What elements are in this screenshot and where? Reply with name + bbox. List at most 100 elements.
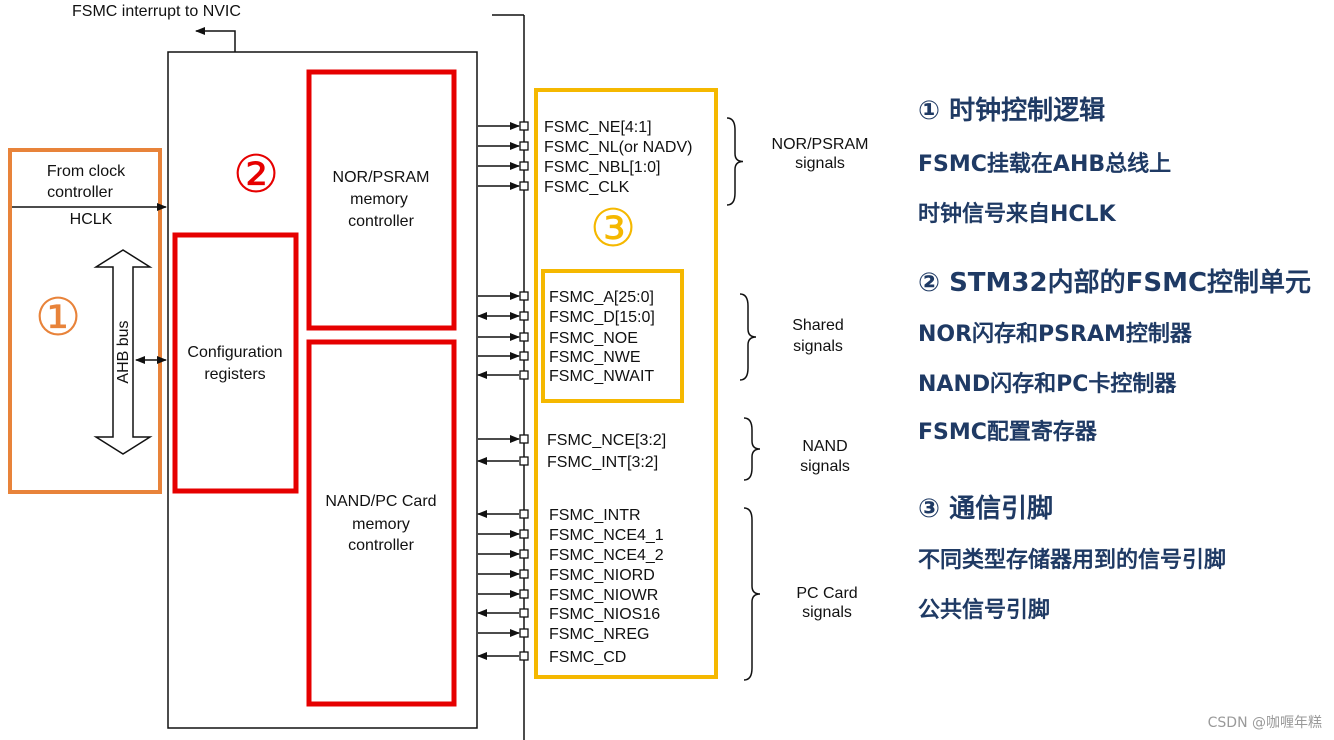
signal-name: FSMC_NIOWR: [549, 587, 658, 604]
signal-name: FSMC_INT[3:2]: [547, 454, 658, 471]
hclk-label: HCLK: [70, 211, 113, 228]
signal-row: FSMC_NWE: [478, 349, 641, 366]
nor-psram-controller-box: [306, 69, 457, 331]
group-brace: [739, 293, 757, 381]
signal-name: FSMC_A[25:0]: [549, 289, 654, 306]
pins-box: [534, 88, 718, 679]
group-brace: [743, 417, 761, 481]
signal-group-braces: NOR/PSRAMsignalsSharedsignalsNANDsignals…: [726, 117, 869, 681]
section-controller-item-3: FSMC配置寄存器: [918, 420, 1097, 445]
clock-label-line2: controller: [47, 184, 113, 201]
section-controller-item-2: NAND闪存和PC卡控制器: [918, 372, 1177, 397]
signal-name: FSMC_NBL[1:0]: [544, 159, 660, 176]
signal-row: FSMC_NL(or NADV): [478, 139, 692, 156]
signal-row: FSMC_NCE4_1: [478, 527, 664, 544]
nand-label-line2: memory: [352, 516, 410, 533]
pin-square: [519, 370, 529, 380]
signal-name: FSMC_NE[4:1]: [544, 119, 652, 136]
marker-2: ②: [233, 145, 280, 205]
pin-square: [519, 589, 529, 599]
signal-name: FSMC_CLK: [544, 179, 630, 196]
signal-row: FSMC_NIOWR: [478, 587, 658, 604]
signal-name: FSMC_D[15:0]: [549, 309, 655, 326]
config-label-line2: registers: [204, 366, 265, 383]
signal-row: FSMC_INT[3:2]: [477, 454, 658, 471]
pin-square: [519, 651, 529, 661]
signal-name: FSMC_NCE4_2: [549, 547, 664, 564]
group-label-line2: signals: [793, 338, 843, 355]
pin-square: [519, 332, 529, 342]
signal-name: FSMC_NWE: [549, 349, 641, 366]
signal-name: FSMC_NIOS16: [549, 606, 660, 623]
signal-name: FSMC_NL(or NADV): [544, 139, 692, 156]
config-label-line1: Configuration: [187, 344, 282, 361]
nand-pccard-controller-box: [306, 339, 457, 707]
section-controller-title: ② STM32内部的FSMC控制单元: [918, 268, 1312, 298]
signal-row: FSMC_INTR: [477, 507, 641, 524]
pin-square: [519, 161, 529, 171]
signal-row: FSMC_CLK: [478, 179, 630, 196]
signal-row: FSMC_A[25:0]: [478, 289, 654, 306]
watermark: CSDN @咖喱年糕: [1207, 715, 1322, 731]
ahb-bus-arrow: [93, 249, 153, 455]
shared-pins-box: [541, 269, 684, 403]
signal-row: FSMC_NWAIT: [477, 368, 654, 385]
group-label-line1: PC Card: [796, 585, 857, 602]
ahb-bus-label: AHB bus: [115, 320, 132, 383]
clock-logic-box: [8, 148, 162, 494]
group-brace: [726, 117, 744, 206]
pin-square: [519, 351, 529, 361]
pin-square: [519, 509, 529, 519]
pin-square: [519, 529, 529, 539]
signal-row: FSMC_NCE[3:2]: [478, 432, 666, 449]
pin-square: [519, 181, 529, 191]
signal-name: FSMC_NIORD: [549, 567, 655, 584]
marker-3: ③: [590, 199, 637, 259]
pin-square: [519, 141, 529, 151]
section-clock-title: ① 时钟控制逻辑: [918, 96, 1106, 126]
section-controller-item-1: NOR闪存和PSRAM控制器: [918, 322, 1192, 347]
nor-label-line2: memory: [350, 191, 408, 208]
section-clock-item-1: FSMC挂载在AHB总线上: [918, 152, 1172, 177]
group-label-line2: signals: [802, 604, 852, 621]
nor-label-line1: NOR/PSRAM: [333, 169, 430, 186]
nand-label-line3: controller: [348, 537, 414, 554]
fsmc-main-block: [167, 51, 478, 729]
group-brace: [743, 507, 761, 681]
signal-row: FSMC_NOE: [478, 330, 638, 347]
signal-row: FSMC_NBL[1:0]: [478, 159, 660, 176]
group-label-line2: signals: [800, 458, 850, 475]
signal-name: FSMC_NOE: [549, 330, 638, 347]
signal-row: FSMC_NREG: [478, 626, 649, 643]
signal-row: FSMC_CD: [477, 649, 626, 666]
pin-square: [519, 628, 529, 638]
section-pins-title: ③ 通信引脚: [918, 494, 1054, 524]
marker-1: ①: [35, 288, 82, 348]
interrupt-line: [195, 27, 236, 52]
pin-square: [519, 291, 529, 301]
signal-row: FSMC_D[15:0]: [477, 309, 655, 326]
signal-name: FSMC_NCE4_1: [549, 527, 664, 544]
signal-row: FSMC_NIORD: [478, 567, 655, 584]
pin-square: [519, 434, 529, 444]
config-registers-box: [172, 232, 299, 494]
nand-label-line1: NAND/PC Card: [325, 493, 436, 510]
nor-label-line3: controller: [348, 213, 414, 230]
signal-name: FSMC_NWAIT: [549, 368, 654, 385]
group-label-line1: NOR/PSRAM: [772, 136, 869, 153]
section-clock-item-2: 时钟信号来自HCLK: [918, 202, 1116, 227]
section-pins-item-2: 公共信号引脚: [918, 598, 1051, 623]
pin-square: [519, 569, 529, 579]
signal-name: FSMC_NREG: [549, 626, 649, 643]
pin-square: [519, 311, 529, 321]
signal-list: FSMC_NE[4:1] FSMC_NL(or NADV) FSMC_NBL[1:0…: [477, 119, 692, 666]
pin-square: [519, 608, 529, 618]
signal-row: FSMC_NIOS16: [477, 606, 660, 623]
signal-name: FSMC_NCE[3:2]: [547, 432, 666, 449]
pin-square: [519, 456, 529, 466]
signal-row: FSMC_NE[4:1]: [478, 119, 652, 136]
group-label-line1: Shared: [792, 317, 844, 334]
section-pins-item-1: 不同类型存储器用到的信号引脚: [918, 548, 1227, 573]
pin-square: [519, 549, 529, 559]
